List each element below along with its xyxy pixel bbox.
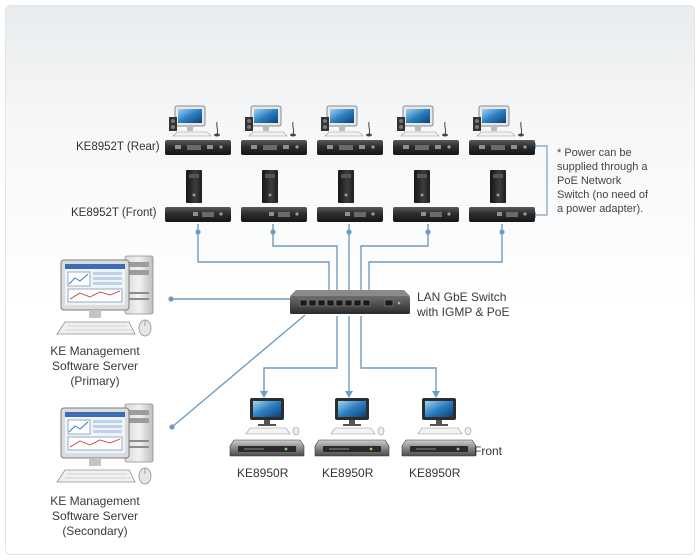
cable-arrows xyxy=(260,391,440,398)
kvm-extender-icon xyxy=(317,140,383,155)
tower-pc-icon xyxy=(414,170,430,203)
receiver-group-2 xyxy=(314,398,390,457)
receiver-group-1 xyxy=(229,398,305,457)
power-note-line-2: supplied through a xyxy=(557,161,648,173)
server-workstation-icon xyxy=(56,255,154,337)
server-primary-line-2: Software Server xyxy=(51,359,139,373)
server-secondary-line-3: (Secondary) xyxy=(62,524,128,538)
power-note-line-1: * Power can be xyxy=(557,147,632,159)
tower-pc-icon xyxy=(490,170,506,203)
server-primary-line-1: KE Management xyxy=(50,344,140,358)
server-primary-label: KE Management Software Server (Primary) xyxy=(35,344,155,389)
tower-pc-icon xyxy=(338,170,354,203)
server-primary-line-3: (Primary) xyxy=(70,374,120,388)
kvm-extender-icon xyxy=(393,140,459,155)
label-transmitter-front: KE8952T (Front) xyxy=(71,207,157,219)
kvm-extender-icon xyxy=(393,207,459,222)
power-note-line-4: Switch (no need of xyxy=(557,189,649,201)
transmitter-group-4 xyxy=(393,105,459,222)
transmitter-group-2 xyxy=(241,105,307,222)
receiver-front-label: Front xyxy=(474,444,503,458)
power-note: * Power can be supplied through a PoE Ne… xyxy=(557,146,687,216)
cable-rx1 xyxy=(263,316,338,392)
cable-tx2 xyxy=(272,224,338,290)
cable-tx4 xyxy=(360,224,429,290)
monitor-keyboard-mouse-icon xyxy=(245,398,300,436)
server-secondary-label: KE Management Software Server (Secondary… xyxy=(35,494,155,539)
kvm-receiver-icon xyxy=(229,439,305,457)
transmitter-group-1 xyxy=(165,105,231,222)
server-secondary-line-1: KE Management xyxy=(50,494,140,508)
cable-endpoints xyxy=(168,229,505,430)
monitor-keyboard-mouse-icon xyxy=(417,398,472,436)
transmitter-group-3 xyxy=(317,105,383,222)
power-note-line-5: a power adapter). xyxy=(557,203,644,215)
kvm-extender-icon xyxy=(241,140,307,155)
tower-pc-icon xyxy=(262,170,278,203)
server-workstation-icon xyxy=(56,403,154,485)
tower-pc-icon xyxy=(186,170,202,203)
monitor-keyboard-mouse-icon xyxy=(330,398,385,436)
cable-tx5 xyxy=(368,224,503,290)
cable-rx3 xyxy=(360,316,437,392)
pc-workstation-icon xyxy=(473,105,524,137)
pc-workstation-icon xyxy=(245,105,296,137)
cable-tx1 xyxy=(197,224,330,290)
kvm-receiver-icon xyxy=(314,439,390,457)
kvm-extender-icon xyxy=(469,207,535,222)
receiver-label-1: KE8950R xyxy=(237,466,289,480)
kvm-extender-icon xyxy=(317,207,383,222)
pc-workstation-icon xyxy=(169,105,220,137)
kvm-receiver-icon xyxy=(401,439,477,457)
kvm-extender-icon xyxy=(165,207,231,222)
power-note-bracket xyxy=(532,145,548,216)
label-transmitter-rear: KE8952T (Rear) xyxy=(76,141,160,153)
pc-workstation-icon xyxy=(321,105,372,137)
switch-label: LAN GbE Switch with IGMP & PoE xyxy=(417,290,509,320)
receiver-label-2: KE8950R xyxy=(322,466,374,480)
kvm-extender-icon xyxy=(165,140,231,155)
cable-server-secondary xyxy=(171,314,306,428)
server-secondary-line-2: Software Server xyxy=(51,509,139,523)
power-note-line-3: PoE Network xyxy=(557,175,622,187)
transmitter-group-5 xyxy=(469,105,535,222)
network-switch-icon xyxy=(290,290,410,314)
switch-label-line-1: LAN GbE Switch xyxy=(417,290,507,304)
cable-lines xyxy=(171,224,503,428)
pc-workstation-icon xyxy=(397,105,448,137)
kvm-extender-icon xyxy=(469,140,535,155)
receiver-group-3 xyxy=(401,398,477,457)
receiver-label-3: KE8950R xyxy=(409,466,461,480)
kvm-extender-icon xyxy=(241,207,307,222)
switch-label-line-2: with IGMP & PoE xyxy=(417,305,510,319)
